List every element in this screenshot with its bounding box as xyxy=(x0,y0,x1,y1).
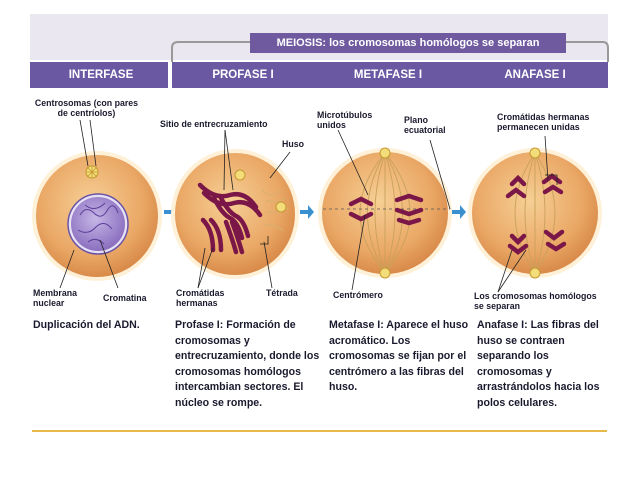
phase-divider xyxy=(168,62,172,88)
meiosis-bracket xyxy=(171,41,609,62)
cell-profase xyxy=(171,149,299,279)
label-cromatina: Cromatina xyxy=(103,293,147,303)
label-cromatidas-unidas: Cromátidas hermanas permanecen unidas xyxy=(497,112,590,132)
label-microtubulos: Microtúbulos unidos xyxy=(317,110,373,130)
label-homologos-separan: Los cromosomas homólogos se separan xyxy=(474,291,597,311)
label-centrosomas: Centrosomas (con pares de centríolos) xyxy=(34,98,139,118)
description-profase: Profase I: Formación de cromosomas y ent… xyxy=(175,319,320,409)
arrow-icon xyxy=(300,205,314,219)
spindle-fibers xyxy=(514,152,556,274)
label-centromero: Centrómero xyxy=(333,290,383,300)
arrow-icon xyxy=(452,205,466,219)
cell-metafase xyxy=(318,147,452,279)
description-anafase: Anafase I: Las fibras del huso se contra… xyxy=(477,319,600,409)
chromosome-tetrads xyxy=(197,182,263,255)
label-plano-ecuatorial: Plano ecuatorial xyxy=(404,115,446,135)
description-metafase: Metafase I: Aparece el huso acromático. … xyxy=(329,319,469,393)
bottom-rule xyxy=(32,430,607,432)
phase-interfase: INTERFASE xyxy=(68,69,134,81)
cell-anafase xyxy=(468,147,602,279)
phase-bar xyxy=(30,62,608,88)
description-interfase: Duplicación del ADN. xyxy=(33,319,140,331)
leader-lines xyxy=(59,119,558,293)
phase-profase: PROFASE I xyxy=(212,69,274,81)
chromosomes-metafase xyxy=(348,193,424,226)
cell-interfase xyxy=(32,151,162,281)
phase-anafase: ANAFASE I xyxy=(504,69,566,81)
label-huso: Huso xyxy=(282,139,304,149)
label-sitio-entrecruzamiento: Sitio de entrecruzamiento xyxy=(160,119,268,129)
label-cromatidas-hermanas: Cromátidas hermanas xyxy=(176,288,225,308)
centrosome-icon xyxy=(85,165,99,179)
label-membrana-nuclear: Membrana nuclear xyxy=(33,288,77,308)
meiosis-title: MEIOSIS: los cromosomas homólogos se sep… xyxy=(250,33,566,53)
phase-metafase: METAFASE I xyxy=(353,69,423,81)
label-tetrada: Tétrada xyxy=(266,288,298,298)
